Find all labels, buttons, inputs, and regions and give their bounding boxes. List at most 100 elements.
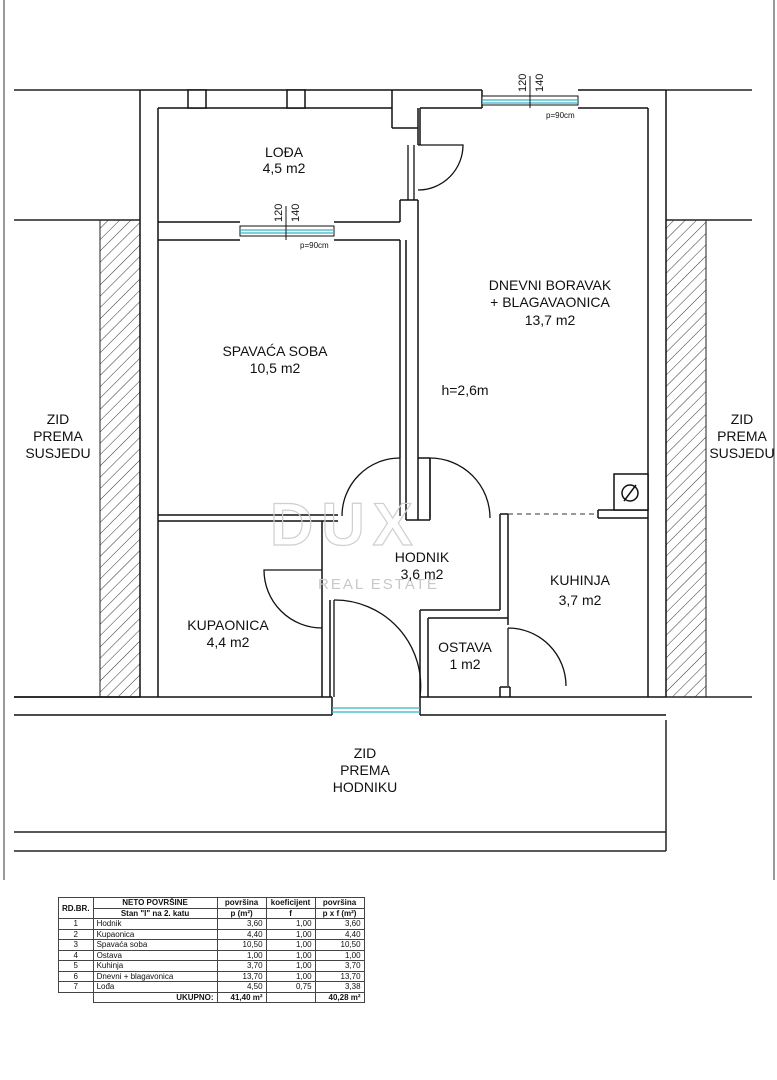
row-coef: 1,00	[265, 949, 316, 961]
col-coef-unit: f	[265, 907, 316, 919]
row-coef: 1,00	[265, 928, 316, 940]
row-area: 3,70	[216, 960, 267, 972]
wall-left-line1: ZID	[47, 411, 70, 427]
row-area: 13,70	[216, 970, 267, 982]
col-area2-unit: p x f (m²)	[314, 907, 365, 919]
table-header-row: RD.BR. NETO POVRŠINE površina koeficijen…	[58, 897, 365, 919]
row-area2: 13,70	[314, 970, 365, 982]
row-number: 4	[58, 949, 94, 961]
window-loggia-sill: p=90cm	[300, 241, 329, 250]
row-coef: 0,75	[265, 981, 316, 993]
col-area-unit: p (m²)	[216, 907, 267, 919]
room-living-area: 13,7 m2	[525, 312, 576, 328]
room-kitchen-name: KUHINJA	[550, 572, 611, 588]
room-pantry-area: 1 m2	[449, 656, 480, 672]
wall-bottom-line3: HODNIKU	[333, 779, 398, 795]
room-kitchen-area: 3,7 m2	[559, 592, 602, 608]
hatched-wall-right	[665, 219, 707, 698]
col-coef-header: koeficijent	[265, 897, 316, 909]
door-swings	[263, 144, 567, 698]
row-room-name: Lođa	[92, 981, 218, 993]
wall-left-line3: SUSJEDU	[25, 445, 90, 461]
total-area: 41,40 m²	[216, 991, 267, 1003]
walls	[14, 89, 667, 716]
col-area2-header: površina	[314, 897, 365, 909]
room-bathroom-name: KUPAONICA	[187, 617, 269, 633]
room-hall-area: 3,6 m2	[401, 566, 444, 582]
row-room-name: Spavaća soba	[92, 939, 218, 951]
window-loggia-dim-1: 120	[273, 204, 285, 222]
wall-right-line1: ZID	[731, 411, 754, 427]
row-number: 2	[58, 928, 94, 940]
wall-right-line3: SUSJEDU	[709, 445, 774, 461]
row-room-name: Hodnik	[92, 918, 218, 930]
row-number: 1	[58, 918, 94, 930]
room-living-name2: + BLAGAVAONICA	[490, 294, 610, 310]
row-area: 3,60	[216, 918, 267, 930]
row-coef: 1,00	[265, 960, 316, 972]
wall-right-line2: PREMA	[717, 428, 767, 444]
col-rd-header: RD.BR.	[58, 897, 94, 919]
total-label: UKUPNO:	[92, 991, 218, 1003]
window-top	[481, 76, 579, 108]
watermark-tagline: REAL ESTATE	[318, 576, 439, 593]
window-top-dim-1: 120	[517, 74, 529, 92]
wall-left-line2: PREMA	[33, 428, 83, 444]
room-loggia-area: 4,5 m2	[263, 160, 306, 176]
room-living-name: DNEVNI BORAVAK	[489, 277, 612, 293]
chimney-icon	[613, 473, 649, 511]
row-number: 7	[58, 981, 94, 993]
wall-bottom-line1: ZID	[354, 745, 377, 761]
room-bathroom-area: 4,4 m2	[207, 634, 250, 650]
room-bedroom-area: 10,5 m2	[250, 360, 301, 376]
row-number: 3	[58, 939, 94, 951]
table-total-row: UKUPNO: 41,40 m² 40,28 m²	[59, 991, 365, 1003]
total-area2: 40,28 m²	[314, 991, 365, 1003]
window-loggia-dim-2: 140	[290, 204, 302, 222]
row-area: 10,50	[216, 939, 267, 951]
row-area: 4,50	[216, 981, 267, 993]
ceiling-height: h=2,6m	[441, 382, 488, 398]
row-room-name: Kupaonica	[92, 928, 218, 940]
room-bedroom-name: SPAVAĆA SOBA	[222, 343, 328, 359]
area-table: RD.BR. NETO POVRŠINE površina koeficijen…	[58, 897, 365, 1003]
watermark-brand: DUX	[270, 491, 421, 558]
row-area2: 1,00	[314, 949, 365, 961]
row-room-name: Kuhinja	[92, 960, 218, 972]
row-coef: 1,00	[265, 939, 316, 951]
row-coef: 1,00	[265, 970, 316, 982]
row-area2: 3,70	[314, 960, 365, 972]
room-pantry-name: OSTAVA	[438, 639, 492, 655]
room-loggia-name: LOĐA	[265, 144, 304, 160]
col-area-header: površina	[216, 897, 267, 909]
row-area2: 3,60	[314, 918, 365, 930]
hatched-wall-left	[99, 219, 141, 698]
floor-plan: DUX REAL ESTATE 120 140 p=90cm 120 140 p…	[3, 0, 775, 880]
row-number: 6	[58, 970, 94, 982]
row-area2: 3,38	[314, 981, 365, 993]
table-subheader-row: Stan "I" na 2. katu p (m²) f p x f (m²)	[59, 907, 365, 919]
wall-bottom-line2: PREMA	[340, 762, 390, 778]
row-coef: 1,00	[265, 918, 316, 930]
entrance-door-frame	[332, 707, 420, 713]
row-area: 4,40	[216, 928, 267, 940]
row-room-name: Ostava	[92, 949, 218, 961]
window-top-sill: p=90cm	[546, 111, 575, 120]
row-area2: 4,40	[314, 928, 365, 940]
table-title: NETO POVRŠINE	[92, 897, 218, 909]
row-room-name: Dnevni + blagavonica	[92, 970, 218, 982]
window-top-dim-2: 140	[534, 74, 546, 92]
window-loggia	[239, 206, 335, 240]
table-subtitle: Stan "I" na 2. katu	[92, 907, 218, 919]
row-area2: 10,50	[314, 939, 365, 951]
row-number: 5	[58, 960, 94, 972]
room-hall-name: HODNIK	[395, 549, 450, 565]
